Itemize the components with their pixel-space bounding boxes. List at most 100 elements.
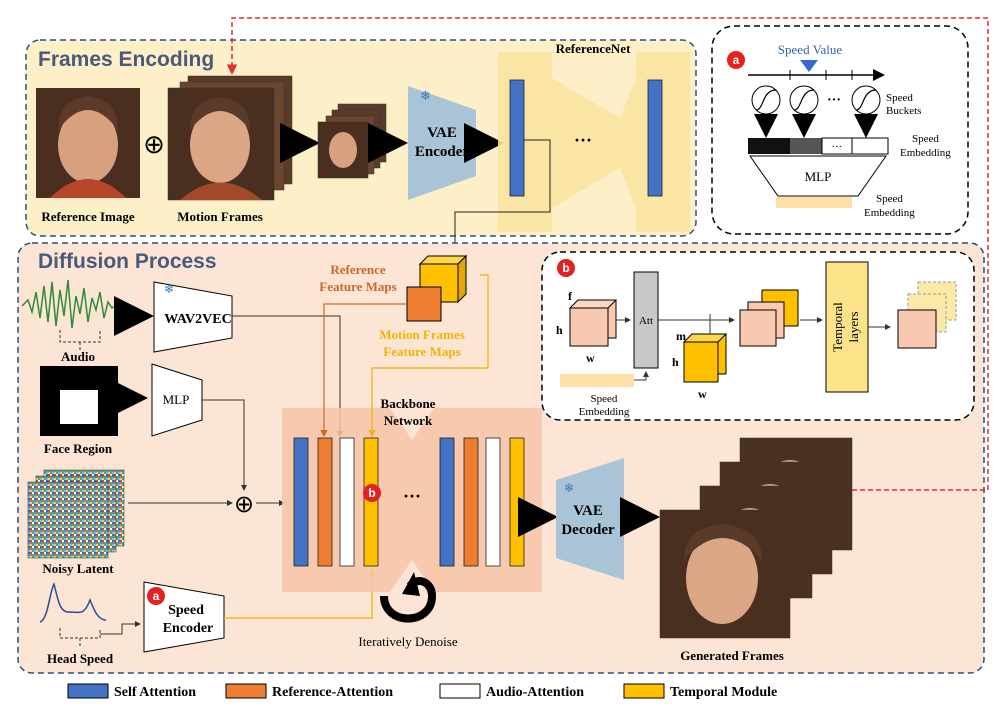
face-region-label: Face Region — [44, 441, 113, 456]
referencenet-layer-right — [647, 79, 663, 197]
reference-feature-map — [406, 286, 442, 322]
speed-bucket-n — [851, 85, 881, 115]
bucket-dots: ··· — [827, 93, 841, 108]
motion-feature-maps-label-1: Motion Frames — [379, 327, 465, 342]
generated-frames-label: Generated Frames — [680, 648, 784, 663]
reference-image-label: Reference Image — [41, 209, 134, 224]
reference-feature-maps-label-2: Feature Maps — [319, 279, 396, 294]
vae-encoder-label-2: Encoder — [415, 144, 470, 160]
speed-embedding-label-1: Speed — [912, 133, 939, 145]
concat-cube — [739, 289, 799, 347]
dim-f: f — [568, 289, 573, 303]
legend-label-temporal-module: Temporal Module — [670, 685, 777, 700]
speed-encoder-badge-label: a — [153, 589, 160, 603]
frames-encoding-title: Frames Encoding — [38, 48, 214, 71]
temporal-layers — [825, 261, 869, 393]
temporal-layers-label-1: Temporal — [830, 302, 845, 352]
backbone-label-1: Backbone — [381, 396, 436, 411]
reference-image — [36, 88, 140, 198]
input-feature-cube — [568, 299, 618, 347]
panel-a-badge-label: a — [733, 53, 740, 67]
mlp-to-plus — [202, 399, 247, 491]
speed-value-marker — [800, 60, 818, 72]
iteratively-denoise-label: Iteratively Denoise — [358, 634, 457, 649]
speed-embedding-output — [776, 197, 852, 208]
face-mlp-label: MLP — [163, 392, 190, 407]
legend: Self Attention Reference-Attention Audio… — [67, 683, 777, 700]
dim-w2: w — [698, 387, 707, 401]
speed-encoder-label-1: Speed — [168, 603, 204, 618]
embedding-dots: ··· — [832, 141, 843, 153]
temporal-module-badge — [363, 484, 381, 502]
embedding-cell-2 — [790, 138, 822, 154]
audio-waveform — [21, 279, 125, 329]
backbone-temporal-1 — [363, 437, 379, 567]
combine-plus-icon: ⊕ — [234, 492, 254, 518]
backbone-label-2: Network — [384, 413, 433, 428]
att-label: Att — [639, 315, 653, 327]
wav2vec-frozen-icon: ❄ — [164, 282, 174, 296]
legend-swatch-audio-attention — [439, 683, 481, 699]
wav2vec-label: WAV2VEC — [164, 312, 231, 327]
feedback-loop-dashed — [226, 17, 989, 491]
legend-label-self-attention: Self Attention — [114, 685, 196, 700]
panel-b-speed-embedding-2: Embedding — [579, 406, 630, 418]
backbone-reference-attention-2 — [463, 437, 479, 567]
speed-embedding-to-att — [634, 371, 649, 381]
referencenet-layer-left — [509, 79, 525, 197]
motion-feature-maps-label-2: Feature Maps — [383, 344, 460, 359]
decoder-frozen-icon: ❄ — [564, 481, 574, 495]
noisy-latent-label: Noisy Latent — [42, 561, 114, 576]
panel-a-badge — [727, 51, 745, 69]
face-mlp — [151, 363, 203, 437]
dim-w: w — [586, 351, 595, 365]
referencenet-left — [498, 52, 620, 232]
panel-b-speed-embedding-1: Speed — [591, 393, 618, 405]
frozen-snowflake-icon: ❄ — [420, 88, 431, 103]
legend-swatch-reference-attention — [225, 683, 267, 699]
speed-value-label: Speed Value — [778, 42, 843, 57]
speed-embedding-label-2: Embedding — [900, 147, 951, 159]
speed-encoder-label-2: Encoder — [163, 621, 214, 636]
concat-plus-icon: ⊕ — [143, 130, 165, 159]
dim-h: h — [556, 323, 563, 337]
embedding-cell-4 — [851, 137, 889, 155]
motion-cube — [682, 333, 728, 383]
motion-maps-to-temporal — [368, 274, 489, 438]
generated-frames — [659, 437, 853, 639]
audio-label: Audio — [61, 349, 95, 364]
audio-bracket — [59, 330, 101, 350]
backbone-reference-attention-1 — [317, 437, 333, 567]
temporal-module-badge-label: b — [368, 486, 375, 500]
reference-maps-to-attention — [320, 303, 407, 438]
panel-a-mlp — [749, 155, 887, 197]
legend-swatch-self-attention — [67, 683, 109, 699]
referencenet-ellipsis: ··· — [574, 130, 592, 150]
embedding-cell-1 — [748, 138, 790, 154]
speed-encoder-badge — [147, 587, 165, 605]
head-speed-label: Head Speed — [47, 651, 114, 666]
backbone-temporal-2 — [509, 437, 525, 567]
iteration-loop-arrow — [380, 577, 437, 623]
reference-feature-maps-label-1: Reference — [330, 262, 386, 277]
head-speed-bracket — [59, 628, 101, 648]
speed-bucket-1 — [751, 85, 781, 115]
vae-encoder — [408, 86, 476, 200]
diffusion-process-title: Diffusion Process — [38, 250, 217, 273]
backbone-self-attention-1 — [293, 437, 309, 567]
noisy-latent — [27, 469, 125, 559]
vae-encoder-label-1: VAE — [427, 125, 457, 141]
output-cube — [897, 281, 957, 349]
referencenet-title: ReferenceNet — [556, 41, 631, 56]
vae-decoder-label-1: VAE — [573, 503, 603, 519]
backbone-self-attention-2 — [439, 437, 455, 567]
vae-decoder — [556, 458, 624, 580]
speed-embedding-out-2: Embedding — [864, 207, 915, 219]
head-speed-to-encoder — [100, 621, 141, 635]
backbone-audio-attention-1 — [339, 437, 355, 567]
speed-embedding-out-1: Speed — [876, 193, 903, 205]
panel-b-badge-label: b — [562, 261, 569, 275]
backbone-audio-attention-2 — [485, 437, 501, 567]
legend-label-reference-attention: Reference-Attention — [272, 685, 393, 700]
